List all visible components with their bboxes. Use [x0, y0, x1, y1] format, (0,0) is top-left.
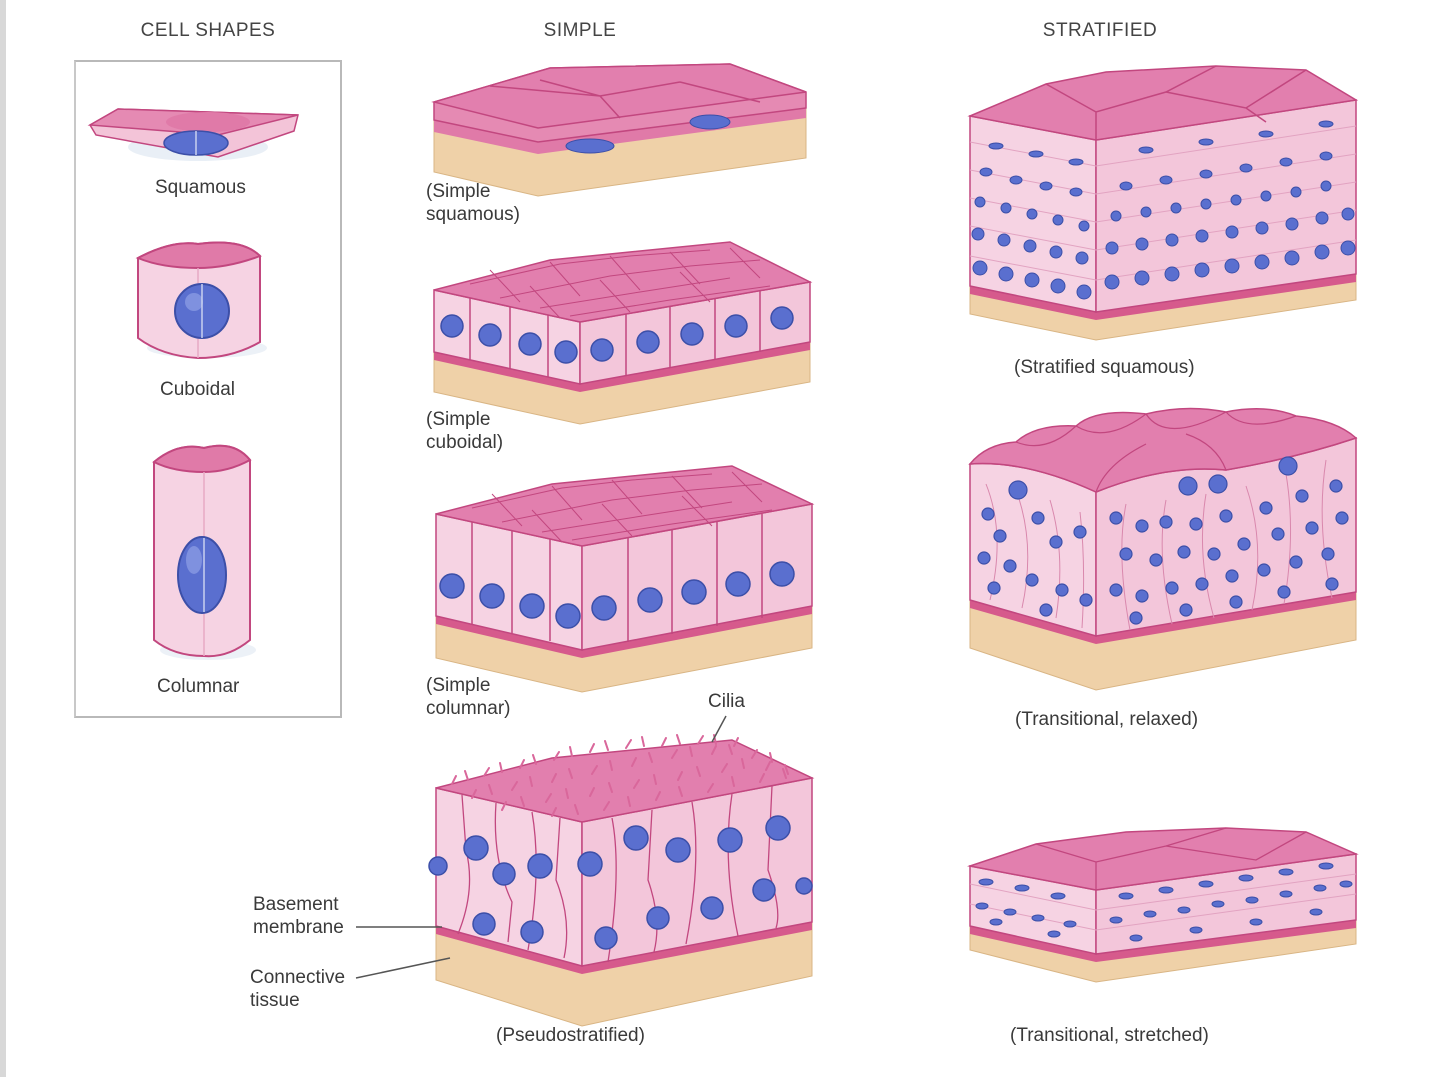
cilia-leader-line [711, 715, 727, 743]
left-edge-bar [0, 0, 6, 1077]
basement-membrane-leader-line [356, 926, 442, 928]
header-simple: SIMPLE [543, 20, 617, 41]
stratified-squamous-tissue [967, 65, 1359, 341]
cell-shapes-panel [74, 60, 342, 718]
connective-tissue-leader-line [355, 957, 451, 979]
cuboidal-cell-illustration [135, 241, 267, 360]
transitional-stretched-tissue [967, 827, 1359, 983]
label-simple-squamous: (Simple squamous) [426, 181, 520, 225]
label-transitional-stretched: (Transitional, stretched) [1010, 1025, 1209, 1046]
label-connective-tissue: Connective tissue [250, 967, 346, 1011]
label-stratified-squamous: (Stratified squamous) [1014, 357, 1195, 378]
columnar-cell-illustration [152, 444, 256, 660]
label-pseudostratified: (Pseudostratified) [496, 1025, 645, 1046]
label-simple-cuboidal: (Simple cuboidal) [426, 409, 504, 453]
label-columnar: Columnar [157, 676, 240, 697]
simple-columnar-tissue [435, 465, 815, 693]
simple-squamous-tissue [431, 63, 807, 197]
label-cuboidal: Cuboidal [160, 379, 235, 400]
squamous-cell-illustration [87, 108, 299, 161]
label-basement-membrane: Basement membrane [253, 894, 344, 938]
header-stratified: STRATIFIED [1042, 20, 1158, 41]
header-cell-shapes: CELL SHAPES [140, 20, 276, 41]
label-simple-columnar: (Simple columnar) [426, 675, 511, 719]
label-transitional-relaxed: (Transitional, relaxed) [1015, 709, 1199, 730]
label-cilia: Cilia [708, 691, 745, 712]
simple-cuboidal-tissue [433, 241, 813, 425]
pseudostratified-tissue [428, 734, 815, 1027]
label-squamous: Squamous [155, 177, 246, 198]
transitional-relaxed-tissue [968, 407, 1358, 691]
